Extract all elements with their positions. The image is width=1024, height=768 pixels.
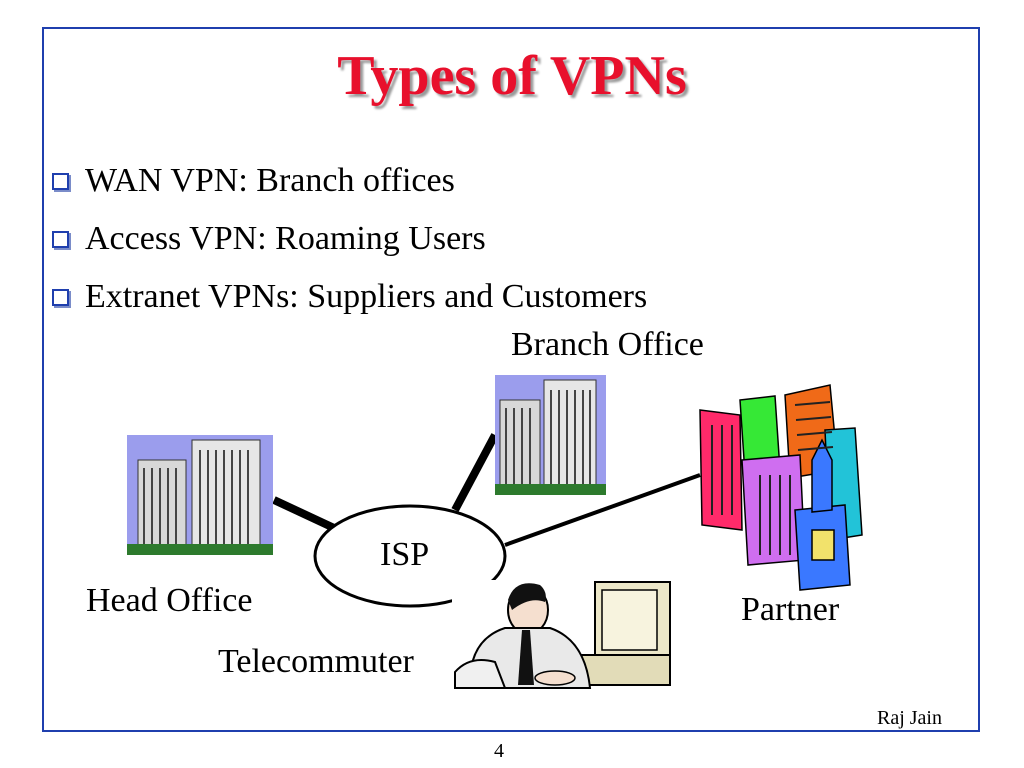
partner-label: Partner xyxy=(741,591,840,628)
page-number: 4 xyxy=(494,740,504,762)
isp-label: ISP xyxy=(380,536,430,573)
partner-buildings-icon xyxy=(699,384,863,591)
telecommuter-label: Telecommuter xyxy=(218,643,414,680)
head-office-link xyxy=(272,496,336,532)
telecommuter-at-computer-icon xyxy=(452,580,675,690)
bullet-item: Access VPN: Roaming Users xyxy=(52,210,647,268)
head-office-building-icon xyxy=(127,435,273,555)
slide-frame xyxy=(42,27,980,732)
author-name: Raj Jain xyxy=(877,707,942,729)
checkbox-bullet-icon xyxy=(52,288,69,306)
bullet-item: Extranet VPNs: Suppliers and Customers xyxy=(52,268,647,326)
branch-office-label: Branch Office xyxy=(511,326,704,363)
bullet-text: Access VPN: Roaming Users xyxy=(85,220,486,257)
bullet-text: WAN VPN: Branch offices xyxy=(85,162,455,199)
bullet-text: Extranet VPNs: Suppliers and Customers xyxy=(85,278,648,315)
branch-office-building-icon xyxy=(495,375,606,495)
bullet-item: WAN VPN: Branch offices xyxy=(52,152,647,210)
bullet-list: WAN VPN: Branch offices Access VPN: Roam… xyxy=(52,152,647,326)
checkbox-bullet-icon xyxy=(52,230,69,248)
branch-office-link xyxy=(451,433,499,512)
head-office-label: Head Office xyxy=(86,582,253,619)
slide-title: Types of VPNs xyxy=(337,45,687,107)
partner-link xyxy=(504,473,701,547)
checkbox-bullet-icon xyxy=(52,172,69,190)
